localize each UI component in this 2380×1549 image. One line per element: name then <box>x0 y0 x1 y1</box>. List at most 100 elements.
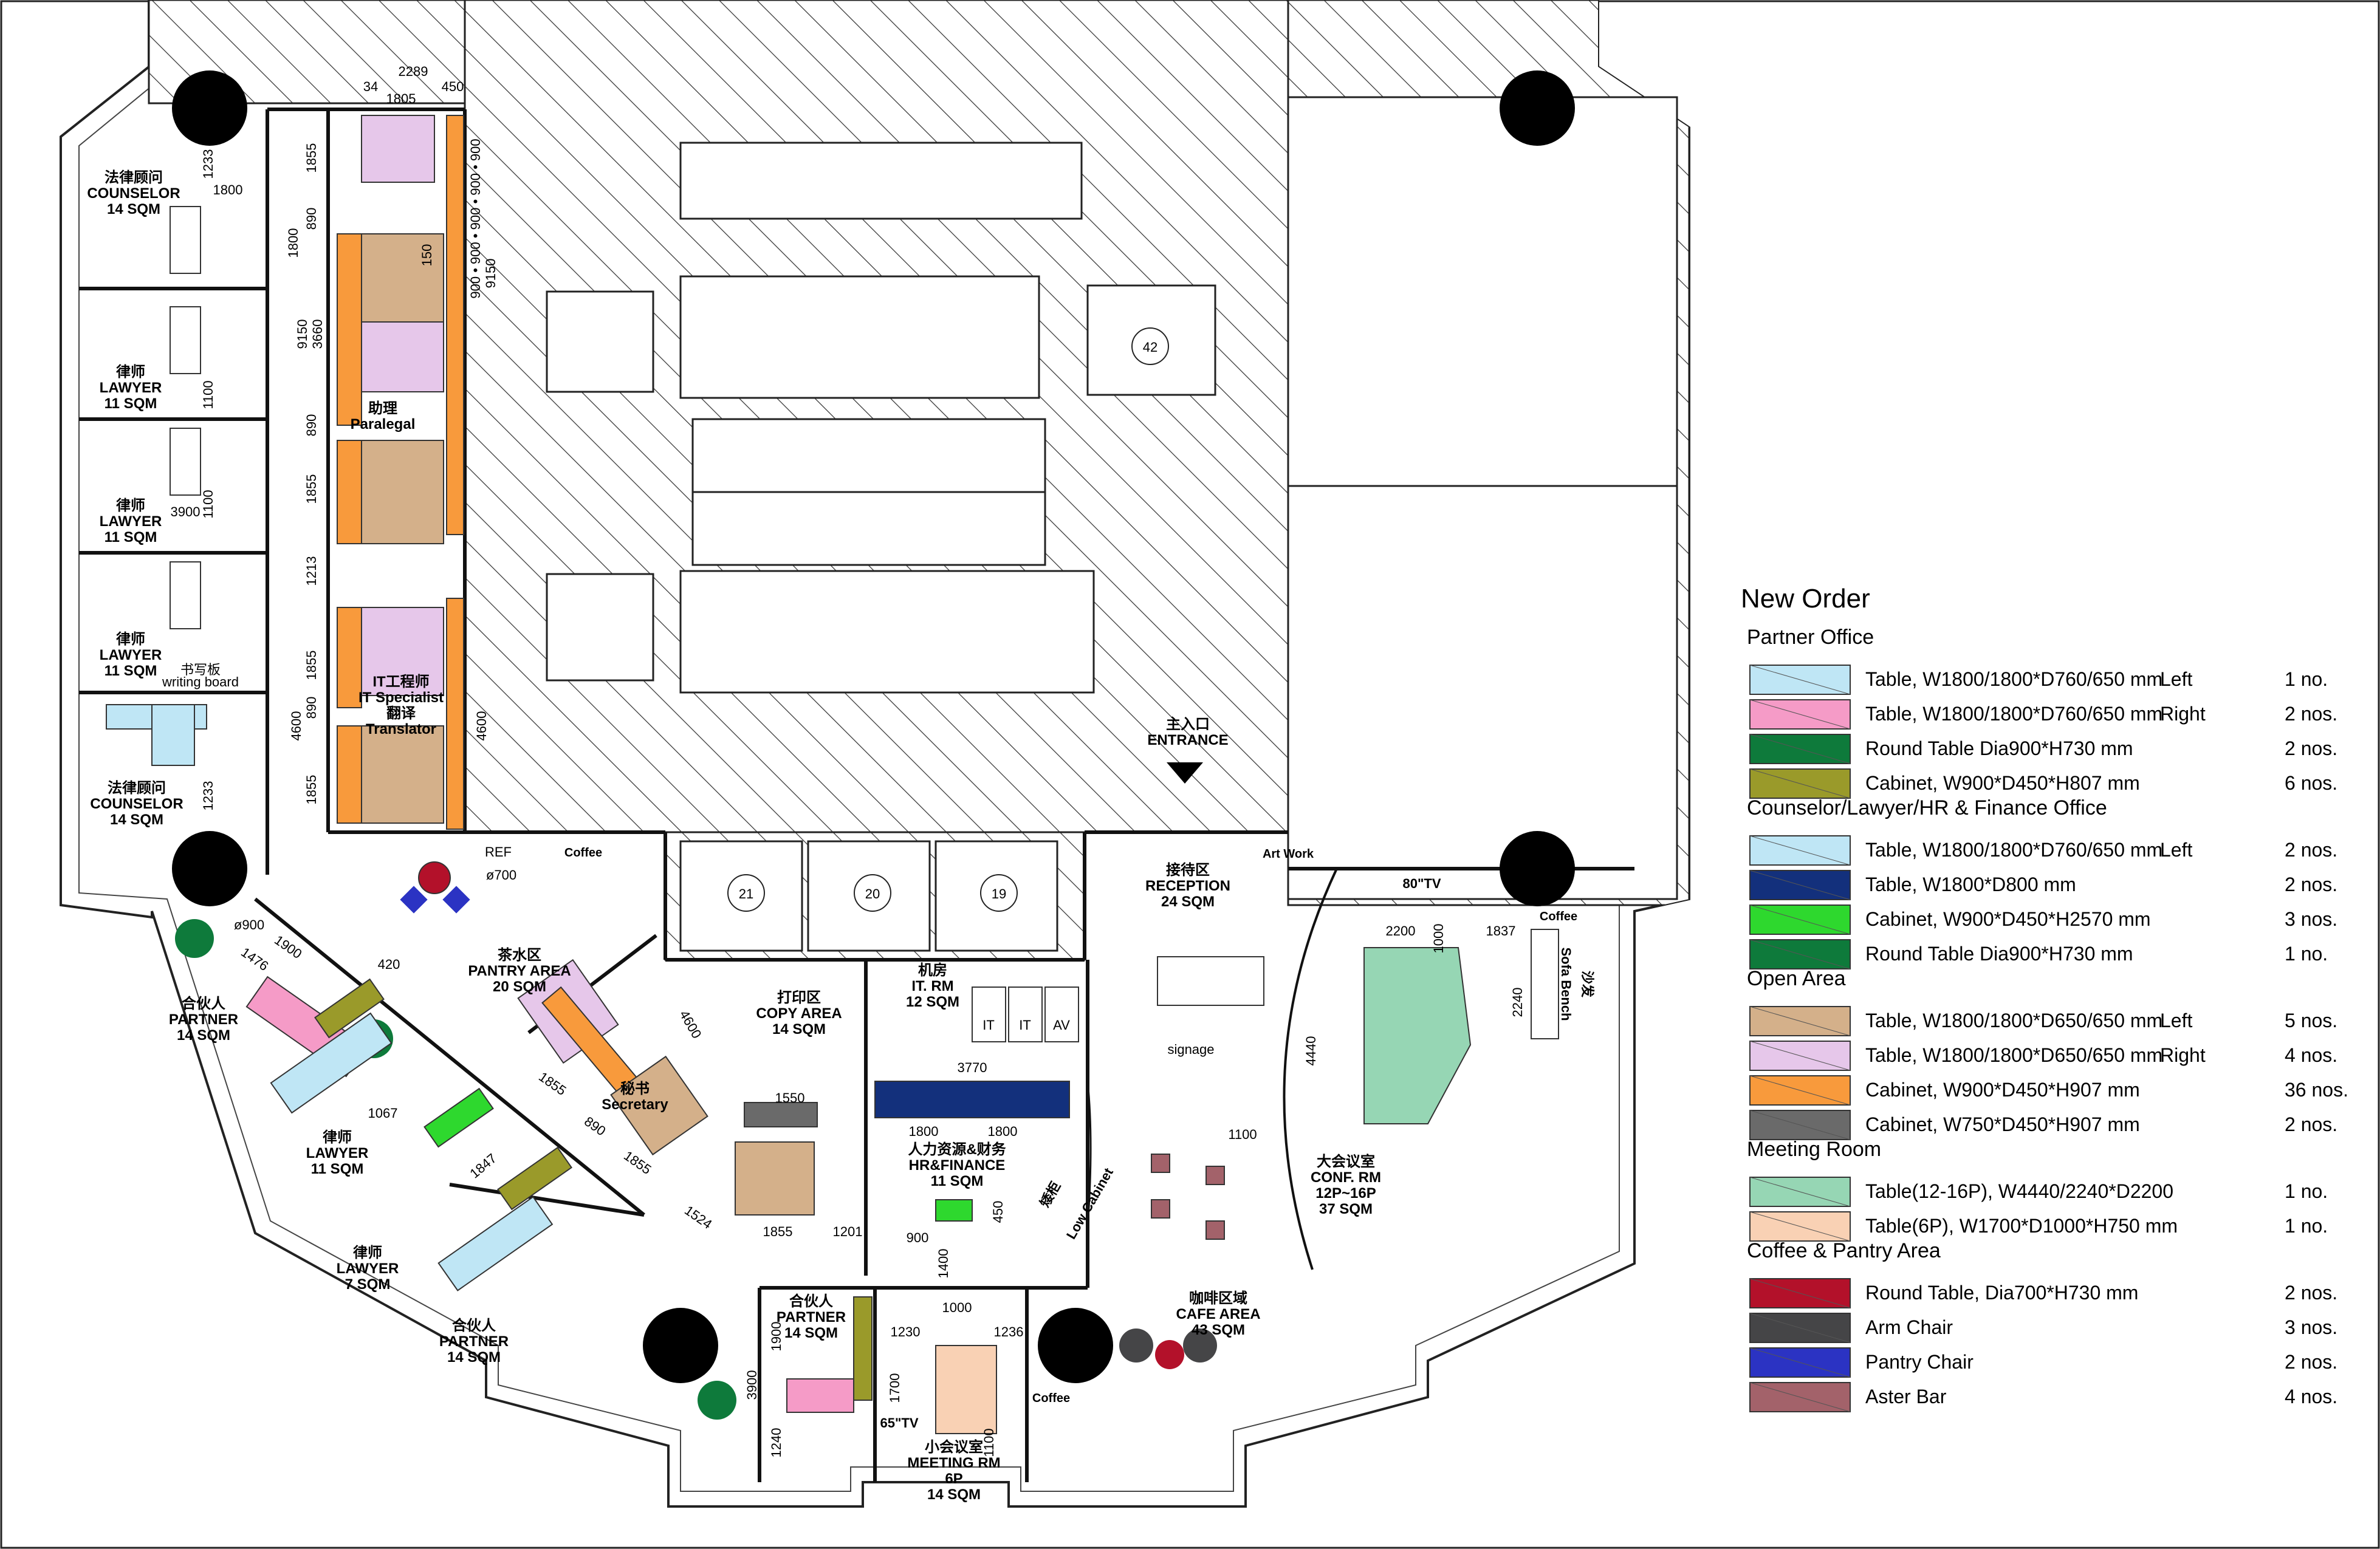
dim-34: 34 <box>363 79 378 94</box>
room-label-line: 14 SQM <box>784 1325 838 1341</box>
legend-item-qty: 2 nos. <box>2285 737 2337 759</box>
room-label-line: PARTNER <box>439 1333 509 1350</box>
dim-900-series: 900 • 900 • 900 • 900 • 900 <box>468 138 483 298</box>
room-label-line: COUNSELOR <box>87 185 180 202</box>
dim-1201: 1201 <box>833 1224 863 1239</box>
dim-3900b: 3900 <box>744 1370 760 1400</box>
column-mid-right <box>1500 831 1575 906</box>
lift-42-label: 42 <box>1143 340 1157 355</box>
lift-20-label: 20 <box>865 886 880 901</box>
room-label-line: 法律顾问 <box>108 780 166 796</box>
room-label-line: 7 SQM <box>345 1276 391 1293</box>
legend-item-desc: Table(12-16P), W4440/2240*D2200 <box>1865 1180 2173 1202</box>
dim-1855a: 1855 <box>304 143 319 173</box>
column-top-right <box>1500 70 1575 146</box>
dim-1233b: 1233 <box>201 781 216 811</box>
legend-item-qty: 36 nos. <box>2285 1079 2348 1101</box>
dim-1000a: 1000 <box>1431 924 1446 954</box>
dim-1800d: 1800 <box>988 1124 1018 1139</box>
dim-420: 420 <box>378 957 400 972</box>
dim-4440: 4440 <box>1303 1036 1319 1066</box>
writing-board-label: writing board <box>162 674 239 689</box>
furniture <box>106 115 1559 1434</box>
it-cab-1-label: IT <box>983 1017 995 1033</box>
room-label-line: 茶水区 <box>498 947 541 963</box>
room-label-line: 43 SQM <box>1192 1322 1245 1338</box>
legend-section-heading: Coffee & Pantry Area <box>1747 1239 1941 1262</box>
ref-label: REF <box>485 844 512 860</box>
legend-section-heading: Partner Office <box>1747 626 1874 649</box>
room-label-line: 主入口 <box>1166 716 1210 733</box>
legend-item-qty: 2 nos. <box>2285 1351 2337 1373</box>
legend-item-side: Right <box>2160 1044 2206 1066</box>
room-label-line: 律师 <box>116 631 145 648</box>
dim-1805: 1805 <box>386 91 416 106</box>
sofa-bench-label: Sofa Bench <box>1559 947 1574 1021</box>
dim-1236: 1236 <box>994 1324 1024 1339</box>
room-label-line: LAWYER <box>306 1145 369 1161</box>
room-label-line: 助理 <box>368 400 397 417</box>
room-label-line: 14 SQM <box>107 201 160 217</box>
room-label-line: 20 SQM <box>493 979 546 995</box>
conf-room-curved-wall <box>1283 868 1338 1270</box>
room-label-line: 人力资源&财务 <box>908 1141 1006 1158</box>
dim-1230: 1230 <box>891 1324 921 1339</box>
legend-item-desc: Cabinet, W900*D450*H2570 mm <box>1865 908 2151 930</box>
room-label-line: 14 SQM <box>177 1027 230 1044</box>
legend-item-desc: Table, W1800/1800*D760/650 mm <box>1865 839 2162 861</box>
room-label-line: COUNSELOR <box>90 796 183 812</box>
room-label-line: 大会议室 <box>1317 1153 1375 1170</box>
coffee-meeting-label: Coffee <box>1032 1392 1070 1405</box>
legend-item-qty: 2 nos. <box>2285 874 2337 895</box>
legend-item-desc: Round Table, Dia700*H730 mm <box>1865 1282 2138 1304</box>
legend-item-qty: 6 nos. <box>2285 772 2337 794</box>
column-mid-left <box>172 831 247 906</box>
legend-item-qty: 1 no. <box>2285 943 2328 965</box>
lift-21-label: 21 <box>739 886 753 901</box>
dim-2240: 2240 <box>1510 988 1525 1017</box>
legend-section-heading: Meeting Room <box>1747 1138 1881 1161</box>
dim-1800a: 1800 <box>213 182 243 197</box>
dim-700: ø700 <box>486 867 516 883</box>
lift-19-label: 19 <box>992 886 1006 901</box>
room-label-line: 律师 <box>116 364 145 380</box>
legend-item-desc: Cabinet, W900*D450*H807 mm <box>1865 772 2140 794</box>
room-label-line: CONF. RM <box>1311 1169 1381 1186</box>
dim-1000b: 1000 <box>942 1300 972 1315</box>
room-label-line: 6P <box>945 1471 962 1487</box>
legend-item-side: Right <box>2160 703 2206 725</box>
dim-3660: 3660 <box>310 320 325 349</box>
room-label-line: 机房 <box>918 962 947 979</box>
room-label-line: 小会议室 <box>925 1438 983 1455</box>
dim-1240: 1240 <box>769 1428 784 1458</box>
dim-9150b: 9150 <box>483 259 498 289</box>
room-label-line: 咖啡区域 <box>1189 1290 1247 1307</box>
room-label-line: LAWYER <box>337 1260 399 1277</box>
legend-title: New Order <box>1741 584 1870 614</box>
legend-item-desc: Round Table Dia900*H730 mm <box>1865 943 2133 965</box>
room-label-line: PANTRY AREA <box>468 963 571 979</box>
room-label-line: RECEPTION <box>1145 878 1230 894</box>
art-work-label: Art Work <box>1263 847 1314 861</box>
room-label-line: 律师 <box>323 1129 352 1146</box>
room-label-line: 14 SQM <box>772 1021 826 1038</box>
dim-150: 150 <box>419 244 434 267</box>
room-label-line: IT Specialist <box>358 689 444 706</box>
room-label-line: 合伙人 <box>452 1317 496 1334</box>
tv-65-label: 65"TV <box>880 1415 918 1431</box>
room-label-line: 合伙人 <box>789 1293 833 1310</box>
legend-item-desc: Round Table Dia900*H730 mm <box>1865 737 2133 759</box>
room-label-line: 11 SQM <box>311 1161 364 1177</box>
writing-board-cn-label: 书写板 <box>180 662 221 677</box>
legend-item-desc: Arm Chair <box>1865 1316 1953 1338</box>
